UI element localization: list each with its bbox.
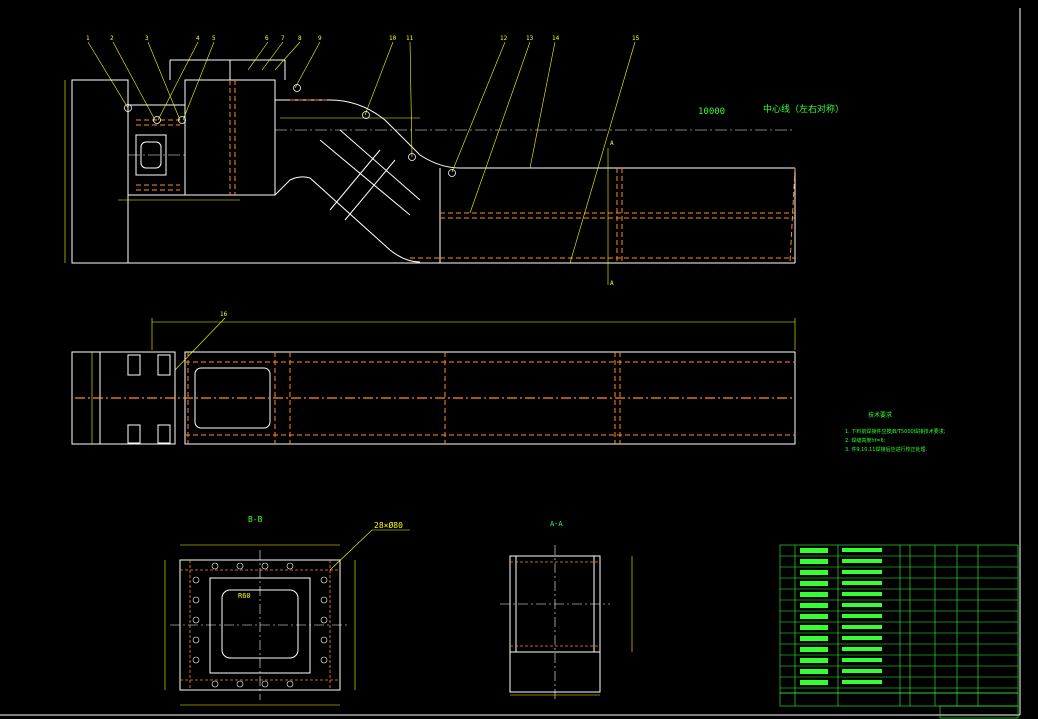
drawing-frame (0, 8, 1021, 716)
balloon-5: 5 (212, 35, 216, 42)
balloon-11: 11 (406, 35, 414, 42)
hole-callout: 28×Ø80 (374, 521, 403, 530)
section-marker-bottom: A (610, 280, 614, 287)
section-b-b (164, 529, 410, 706)
balloon-12: 12 (500, 35, 508, 42)
balloon-10: 10 (389, 35, 397, 42)
tech-note-1: 1. 下料前焊接件应按JB/T5000焊接技术要求; (845, 429, 946, 435)
section-a-a (500, 545, 633, 700)
balloon-2: 2 (110, 35, 114, 42)
balloon-3: 3 (145, 35, 149, 42)
tech-note-2: 2. 焊缝高度hf=6; (845, 438, 886, 444)
balloon-1: 1 (86, 35, 90, 42)
balloon-15: 15 (632, 35, 640, 42)
centerline-label: 中心线（左右对称） (763, 105, 845, 115)
top-view (64, 41, 796, 371)
overall-dimension: 10000 (698, 107, 726, 117)
section-marker-top: A (610, 140, 614, 147)
parts-list-table (779, 544, 1019, 719)
section-b-b-title: B-B (248, 515, 263, 524)
balloon-9: 9 (318, 35, 322, 42)
parts-list-fills (800, 548, 882, 685)
tech-notes-title: 技术要求 (868, 412, 893, 419)
balloon-13: 13 (526, 35, 534, 42)
balloon-8: 8 (298, 35, 302, 42)
side-view (71, 318, 796, 445)
opening-label: R60 (238, 592, 251, 600)
balloon-6: 6 (265, 35, 269, 42)
balloon-14: 14 (552, 35, 560, 42)
section-a-a-title: A-A (550, 520, 563, 528)
tech-note-3: 3. 件9,10,11焊接后应进行校正处理. (845, 447, 928, 453)
balloon-7: 7 (281, 35, 285, 42)
balloon-4: 4 (196, 35, 200, 42)
balloon-16: 16 (220, 311, 228, 318)
